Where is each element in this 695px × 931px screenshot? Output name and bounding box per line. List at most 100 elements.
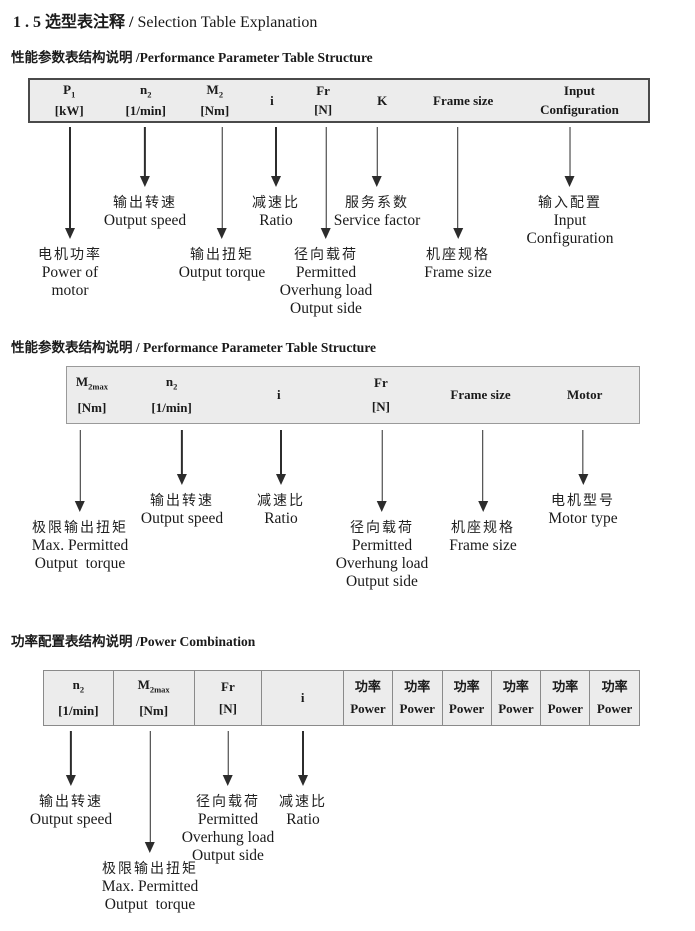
callout-label: 机座规格 Frame size bbox=[424, 246, 492, 281]
cell-symbol: i bbox=[300, 690, 305, 705]
cell-symbol: K bbox=[377, 92, 388, 108]
down-arrow-icon bbox=[565, 127, 575, 187]
cell-unit: [Nm] bbox=[77, 400, 107, 416]
callout-input-configuration: 输入配置 Input Configuration bbox=[526, 127, 614, 248]
callout-label: 输出转速 Output speed bbox=[140, 492, 224, 527]
table-cell: n2 [1/min] bbox=[44, 671, 113, 725]
table-cell-power: 功率 Power bbox=[540, 671, 589, 725]
cell-symbol: n2 bbox=[140, 81, 152, 100]
table-cell: i bbox=[226, 367, 331, 423]
cell-unit: [1/min] bbox=[151, 400, 192, 416]
cell-unit: [N] bbox=[371, 398, 390, 414]
callout-overhung-load: 径向载荷 Permitted Overhung load Output side bbox=[280, 127, 372, 318]
callout-label: 减速比 Ratio bbox=[279, 793, 327, 828]
down-arrow-icon bbox=[222, 731, 233, 786]
cell-symbol: Input bbox=[563, 83, 595, 99]
cell-symbol: n2 bbox=[165, 373, 178, 392]
cell-symbol: Motor bbox=[567, 387, 603, 402]
cell-symbol: Frame size bbox=[433, 92, 494, 108]
section2-heading: 性能参数表结构说明 / Performance Parameter Table … bbox=[11, 340, 377, 355]
table-cell-power: 功率 Power bbox=[391, 671, 442, 725]
callout-label: 机座规格 Frame size bbox=[449, 519, 517, 554]
cell-symbol: Fr bbox=[374, 375, 388, 391]
table-cell: Frame size bbox=[416, 80, 511, 121]
callout-label: 极限输出扭矩 Max. Permitted Output torque bbox=[31, 519, 129, 572]
down-arrow-icon bbox=[578, 430, 588, 485]
cell-unit: [1/min] bbox=[125, 103, 166, 119]
down-arrow-icon bbox=[298, 731, 308, 786]
section3-power-table: n2 [1/min] M2max [Nm] Fr [N] i 功率 Power … bbox=[43, 670, 640, 726]
cell-symbol: M2 bbox=[206, 81, 224, 100]
down-arrow-icon bbox=[65, 127, 75, 239]
callout-frame-size: 机座规格 Frame size bbox=[424, 127, 492, 282]
down-arrow-icon bbox=[276, 430, 286, 485]
down-arrow-icon bbox=[176, 430, 187, 485]
cell-symbol: Fr bbox=[316, 83, 330, 99]
cell-unit: Power bbox=[448, 701, 485, 717]
cell-symbol: M2max bbox=[75, 373, 108, 392]
callout-overhung-load: 径向载荷 Permitted Overhung load Output side bbox=[336, 430, 428, 591]
table-cell: M2 [Nm] bbox=[183, 80, 247, 121]
callout-max-output-torque: 极限输出扭矩 Max. Permitted Output torque bbox=[32, 430, 128, 573]
callout-output-speed: 输出转速 Output speed bbox=[104, 127, 186, 230]
callout-motor-type: 电机型号 Motor type bbox=[548, 430, 618, 528]
callout-label: 输出转速 Output speed bbox=[29, 793, 113, 828]
cell-symbol: i bbox=[276, 387, 281, 402]
table-cell: K bbox=[349, 80, 416, 121]
table-cell-power: 功率 Power bbox=[589, 671, 639, 725]
table-cell-power: 功率 Power bbox=[490, 671, 541, 725]
section1-parameter-table: P1 [kW] n2 [1/min] M2 [Nm] i Fr [N] K Fr… bbox=[28, 78, 650, 123]
callout-label: 减速比 Ratio bbox=[252, 194, 300, 229]
cell-symbol: P1 bbox=[63, 81, 76, 100]
callout-label: 极限输出扭矩 Max. Permitted Output torque bbox=[101, 860, 199, 913]
callout-max-output-torque: 极限输出扭矩 Max. Permitted Output torque bbox=[102, 731, 198, 914]
cell-unit: [Nm] bbox=[139, 702, 169, 718]
cell-symbol: 功率 bbox=[354, 678, 381, 694]
cell-unit: Power bbox=[350, 701, 386, 717]
down-arrow-icon bbox=[320, 127, 331, 239]
cell-symbol: 功率 bbox=[502, 678, 529, 694]
callout-output-speed: 输出转速 Output speed bbox=[141, 430, 223, 528]
cell-unit: [Nm] bbox=[200, 103, 230, 119]
down-arrow-icon bbox=[452, 127, 463, 239]
page-title-cn: 1 . 5 选型表注释 / bbox=[13, 14, 134, 31]
cell-symbol: 功率 bbox=[404, 678, 431, 694]
down-arrow-icon bbox=[372, 127, 382, 187]
table-cell: Frame size bbox=[431, 367, 531, 423]
callout-label: 输入配置 Input Configuration bbox=[526, 194, 614, 247]
table-cell: M2max [Nm] bbox=[112, 671, 194, 725]
cell-unit: [kW] bbox=[54, 103, 84, 119]
cell-symbol: Frame size bbox=[450, 387, 511, 402]
section1-heading: 性能参数表结构说明 /Performance Parameter Table S… bbox=[11, 50, 373, 65]
cell-unit: Power bbox=[399, 701, 435, 717]
table-cell: Fr [N] bbox=[193, 671, 262, 725]
cell-unit: Configuration bbox=[540, 101, 619, 117]
down-arrow-icon bbox=[477, 430, 488, 512]
callout-overhung-load: 径向载荷 Permitted Overhung load Output side bbox=[182, 731, 274, 865]
cell-unit: [N] bbox=[314, 101, 333, 117]
cell-unit: [1/min] bbox=[58, 702, 99, 718]
down-arrow-icon bbox=[376, 430, 387, 512]
callout-frame-size: 机座规格 Frame size bbox=[449, 430, 517, 555]
section3-heading: 功率配置表结构说明 /Power Combination bbox=[11, 634, 256, 649]
callout-output-torque: 输出扭矩 Output torque bbox=[179, 127, 265, 282]
callout-power-of-motor: 电机功率 Power of motor bbox=[38, 127, 102, 300]
cell-unit: Power bbox=[498, 701, 534, 717]
table-cell-power: 功率 Power bbox=[441, 671, 491, 725]
callout-label: 电机功率 Power of motor bbox=[38, 246, 102, 299]
page-title-en: Selection Table Explanation bbox=[133, 14, 318, 31]
table-cell: M2max [Nm] bbox=[67, 367, 117, 423]
cell-symbol: M2max bbox=[137, 677, 170, 695]
section2-parameter-table: M2max [Nm] n2 [1/min] i Fr [N] Frame siz… bbox=[66, 366, 640, 424]
callout-ratio: 减速比 Ratio bbox=[252, 127, 300, 230]
table-cell: n2 [1/min] bbox=[108, 80, 183, 121]
down-arrow-icon bbox=[75, 430, 85, 512]
table-cell: i bbox=[247, 80, 298, 121]
cell-unit: Power bbox=[596, 701, 633, 717]
cell-symbol: 功率 bbox=[552, 678, 579, 694]
table-cell: i bbox=[261, 671, 343, 725]
callout-output-speed: 输出转速 Output speed bbox=[30, 731, 112, 829]
cell-symbol: i bbox=[270, 92, 274, 108]
callout-label: 减速比 Ratio bbox=[257, 492, 305, 527]
